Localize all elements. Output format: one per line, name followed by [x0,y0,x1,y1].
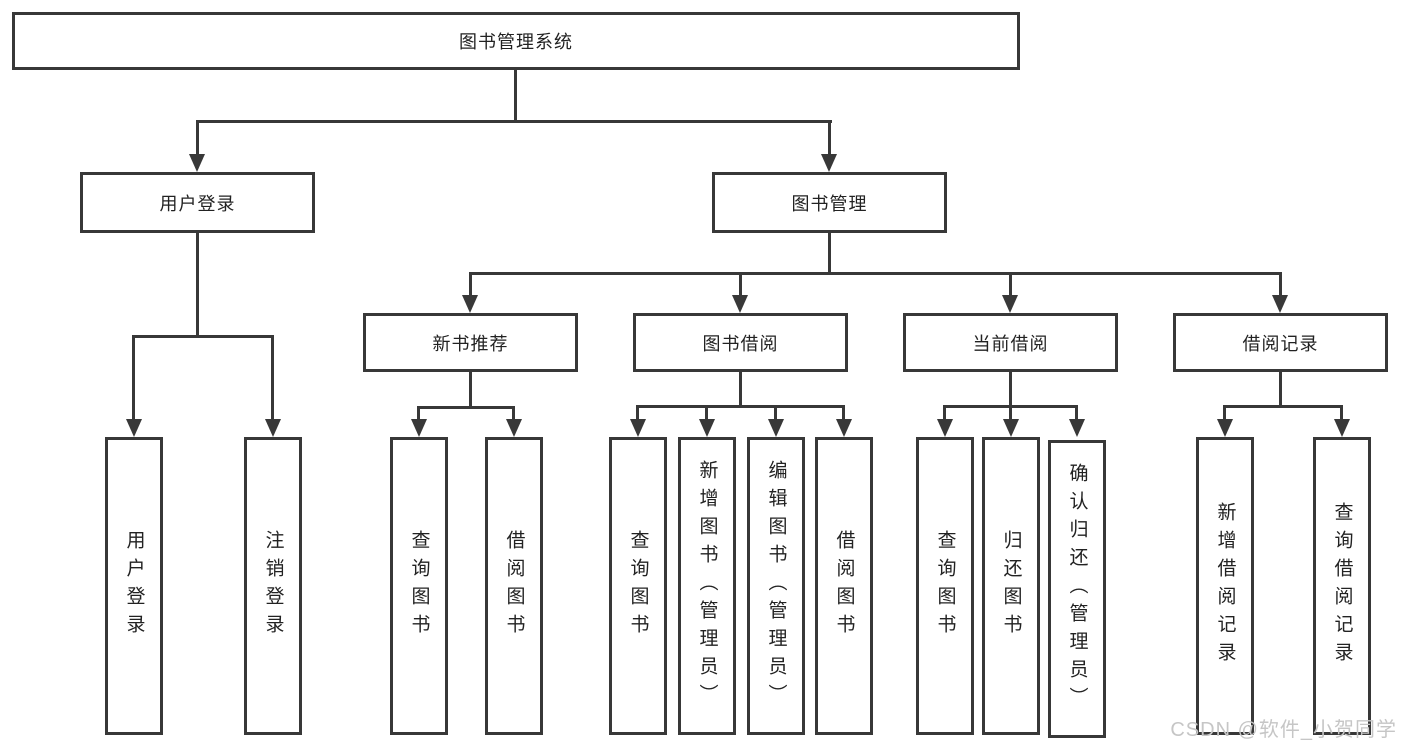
arrow-down-icon [1069,419,1085,437]
arrow-down-icon [768,419,784,437]
connector-line [1009,372,1012,405]
connector-line [132,335,135,419]
node-label: 查询图书 [627,530,649,642]
connector-line [943,405,946,419]
connector-line [828,120,831,156]
node-label: 查询图书 [408,530,430,642]
arrow-down-icon [732,295,748,313]
arrow-down-icon [699,419,715,437]
connector-line [739,272,742,295]
leaf-query-books-current: 查询图书 [916,437,974,735]
leaf-add-books-admin: 新增图书（管理员） [678,437,736,735]
arrow-down-icon [1003,419,1019,437]
leaf-query-borrowing-record: 查询借阅记录 [1313,437,1371,735]
connector-line [196,233,199,335]
connector-line [636,405,639,419]
arrow-down-icon [630,419,646,437]
connector-line [417,406,420,419]
node-label: 借阅记录 [1242,333,1319,354]
node-label: 借阅图书 [833,530,855,642]
arrow-down-icon [836,419,852,437]
connector-line [1279,372,1282,405]
arrow-down-icon [1217,419,1233,437]
node-label: 用户登录 [159,193,236,214]
node-library-management-system: 图书管理系统 [12,12,1020,70]
connector-line [512,406,515,419]
arrow-down-icon [937,419,953,437]
connector-line [828,233,831,272]
node-label: 新增借阅记录 [1214,502,1236,670]
node-borrowing-records: 借阅记录 [1173,313,1388,372]
connector-line [196,120,832,123]
connector-line [1223,405,1343,408]
leaf-logout: 注销登录 [244,437,302,735]
connector-line [514,70,517,120]
leaf-borrow-books-borrowing: 借阅图书 [815,437,873,735]
arrow-down-icon [1272,295,1288,313]
connector-line [1009,405,1012,419]
leaf-add-borrowing-record: 新增借阅记录 [1196,437,1254,735]
node-label: 查询图书 [934,530,956,642]
connector-line [842,405,845,419]
arrow-down-icon [411,419,427,437]
connector-line [196,120,199,156]
node-user-login: 用户登录 [80,172,315,233]
leaf-query-books-borrowing: 查询图书 [609,437,667,735]
node-label: 编辑图书（管理员） [765,460,787,712]
connector-line [417,406,515,409]
node-label: 图书管理系统 [459,32,573,52]
connector-line [774,405,777,419]
arrow-down-icon [462,295,478,313]
arrow-down-icon [821,154,837,172]
node-label: 图书管理 [791,193,868,214]
connector-line [1340,405,1343,419]
arrow-down-icon [189,154,205,172]
node-book-borrowing: 图书借阅 [633,313,848,372]
leaf-return-books: 归还图书 [982,437,1040,735]
connector-line [1075,405,1078,419]
connector-line [469,272,472,295]
node-label: 新增图书（管理员） [696,460,718,712]
connector-line [636,405,845,408]
node-label: 图书借阅 [702,333,779,354]
leaf-borrow-books-recommendation: 借阅图书 [485,437,543,735]
connector-line [705,405,708,419]
node-label: 新书推荐 [432,333,509,354]
arrow-down-icon [506,419,522,437]
connector-line [739,372,742,405]
connector-line [1223,405,1226,419]
arrow-down-icon [1002,295,1018,313]
node-book-management: 图书管理 [712,172,947,233]
connector-line [1009,272,1012,295]
arrow-down-icon [265,419,281,437]
arrow-down-icon [126,419,142,437]
node-label: 借阅图书 [503,530,525,642]
node-new-book-recommendation: 新书推荐 [363,313,578,372]
node-current-borrowing: 当前借阅 [903,313,1118,372]
node-label: 当前借阅 [972,333,1049,354]
leaf-user-login: 用户登录 [105,437,163,735]
connector-line [271,335,274,419]
arrow-down-icon [1334,419,1350,437]
leaf-edit-books-admin: 编辑图书（管理员） [747,437,805,735]
connector-line [469,272,1282,275]
connector-line [1279,272,1282,295]
node-label: 归还图书 [1000,530,1022,642]
node-label: 用户登录 [123,530,145,642]
csdn-watermark: CSDN @软件_小贺同学 [1170,719,1397,741]
node-label: 查询借阅记录 [1331,502,1353,670]
leaf-confirm-return-admin: 确认归还（管理员） [1048,440,1106,738]
leaf-query-books-recommendation: 查询图书 [390,437,448,735]
node-label: 确认归还（管理员） [1066,463,1088,715]
connector-line [469,372,472,406]
connector-line [132,335,273,338]
node-label: 注销登录 [262,530,284,642]
